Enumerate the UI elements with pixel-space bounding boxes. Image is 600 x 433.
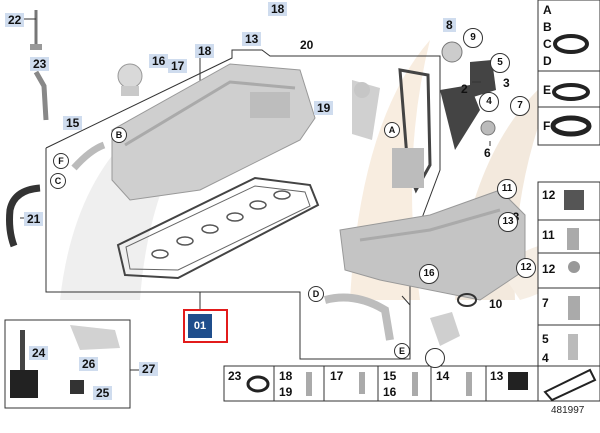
key-d: D	[543, 54, 552, 68]
callout-11[interactable]: 11	[497, 179, 517, 199]
callout-2[interactable]: 2	[461, 82, 468, 96]
ref-circle-d[interactable]: D	[308, 286, 324, 302]
callout-18b[interactable]: 18	[268, 2, 288, 16]
callout-8[interactable]: 8	[443, 18, 456, 32]
key-b: B	[543, 20, 552, 34]
callout-20[interactable]: 20	[300, 38, 314, 52]
side-item-12[interactable]: 12	[542, 188, 556, 202]
key-c: C	[543, 37, 552, 51]
key-a: A	[543, 3, 552, 17]
callout-19[interactable]: 19	[314, 101, 334, 115]
bottom-item-23[interactable]: 23	[228, 369, 242, 383]
callout-21[interactable]: 21	[24, 212, 44, 226]
side-item-4[interactable]: 4	[542, 351, 549, 365]
key-e: E	[543, 83, 552, 97]
callout-27[interactable]: 27	[139, 362, 159, 376]
bottom-item-16[interactable]: 16	[383, 385, 397, 399]
callout-15[interactable]: 15	[63, 116, 83, 130]
ref-circle-b[interactable]: B	[111, 127, 127, 143]
callout-17[interactable]: 17	[168, 59, 188, 73]
side-item-5[interactable]: 5	[542, 332, 549, 346]
callout-7[interactable]: 7	[510, 96, 530, 116]
ref-circle-f[interactable]: F	[53, 153, 69, 169]
side-item-11[interactable]: 11	[542, 228, 555, 242]
callout-22[interactable]: 22	[5, 13, 25, 27]
selected-group-badge[interactable]: 01	[188, 314, 212, 338]
catalog-number: 481997	[551, 405, 585, 416]
callout-5[interactable]: 5	[490, 53, 510, 73]
ref-circle-a[interactable]: A	[384, 122, 400, 138]
ref-circle-c[interactable]: C	[50, 173, 66, 189]
callout-18[interactable]: 18	[195, 44, 215, 58]
callout-26[interactable]: 26	[79, 357, 99, 371]
callout-9[interactable]: 9	[463, 28, 483, 48]
callout-25[interactable]: 25	[93, 386, 113, 400]
callout-24[interactable]: 24	[29, 346, 49, 360]
callout-13[interactable]: 13	[242, 32, 262, 46]
callout-12[interactable]: 12	[516, 258, 536, 278]
bottom-item-17[interactable]: 17	[330, 369, 344, 383]
ref-circle-e[interactable]: E	[394, 343, 410, 359]
bottom-item-18[interactable]: 18	[279, 369, 293, 383]
callout-4[interactable]: 4	[479, 92, 499, 112]
selected-group-highlight	[183, 309, 228, 343]
bottom-item-13[interactable]: 13	[490, 369, 504, 383]
callout-10[interactable]: 10	[489, 297, 503, 311]
bottom-item-15[interactable]: 15	[383, 369, 397, 383]
callout-16b[interactable]: 16	[419, 264, 439, 284]
callout-23[interactable]: 23	[30, 57, 50, 71]
callout-14[interactable]	[425, 348, 445, 368]
bottom-item-19[interactable]: 19	[279, 385, 293, 399]
side-item-12b[interactable]: 12	[542, 262, 556, 276]
callout-6[interactable]: 6	[484, 146, 491, 160]
bottom-item-14[interactable]: 14	[436, 369, 450, 383]
callout-13c[interactable]: 13	[498, 212, 518, 232]
callout-3[interactable]: 3	[503, 76, 510, 90]
callout-16[interactable]: 16	[149, 54, 169, 68]
key-f: F	[543, 119, 551, 133]
side-item-7[interactable]: 7	[542, 296, 549, 310]
